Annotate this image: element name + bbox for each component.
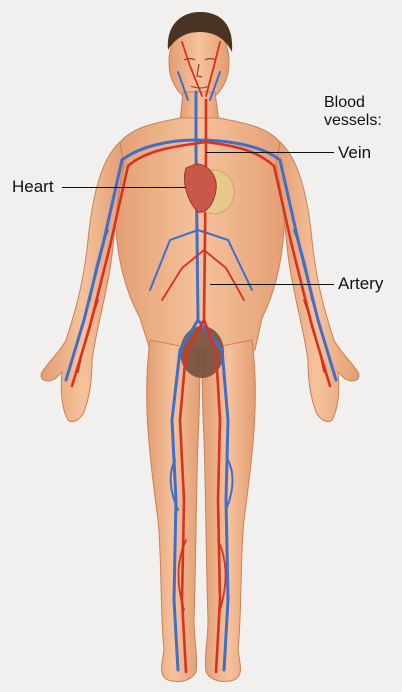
heading-line-2: vessels: <box>324 112 382 130</box>
heart-label: Heart <box>12 177 54 196</box>
heart-leader-line <box>62 187 186 188</box>
heading-line-1: Blood <box>324 94 382 112</box>
vein-label: Vein <box>338 143 371 162</box>
artery-leader-line <box>210 284 334 285</box>
vein-leader-line <box>206 152 334 153</box>
blood-vessels-heading: Blood vessels: <box>324 94 382 130</box>
artery-label: Artery <box>338 274 383 293</box>
